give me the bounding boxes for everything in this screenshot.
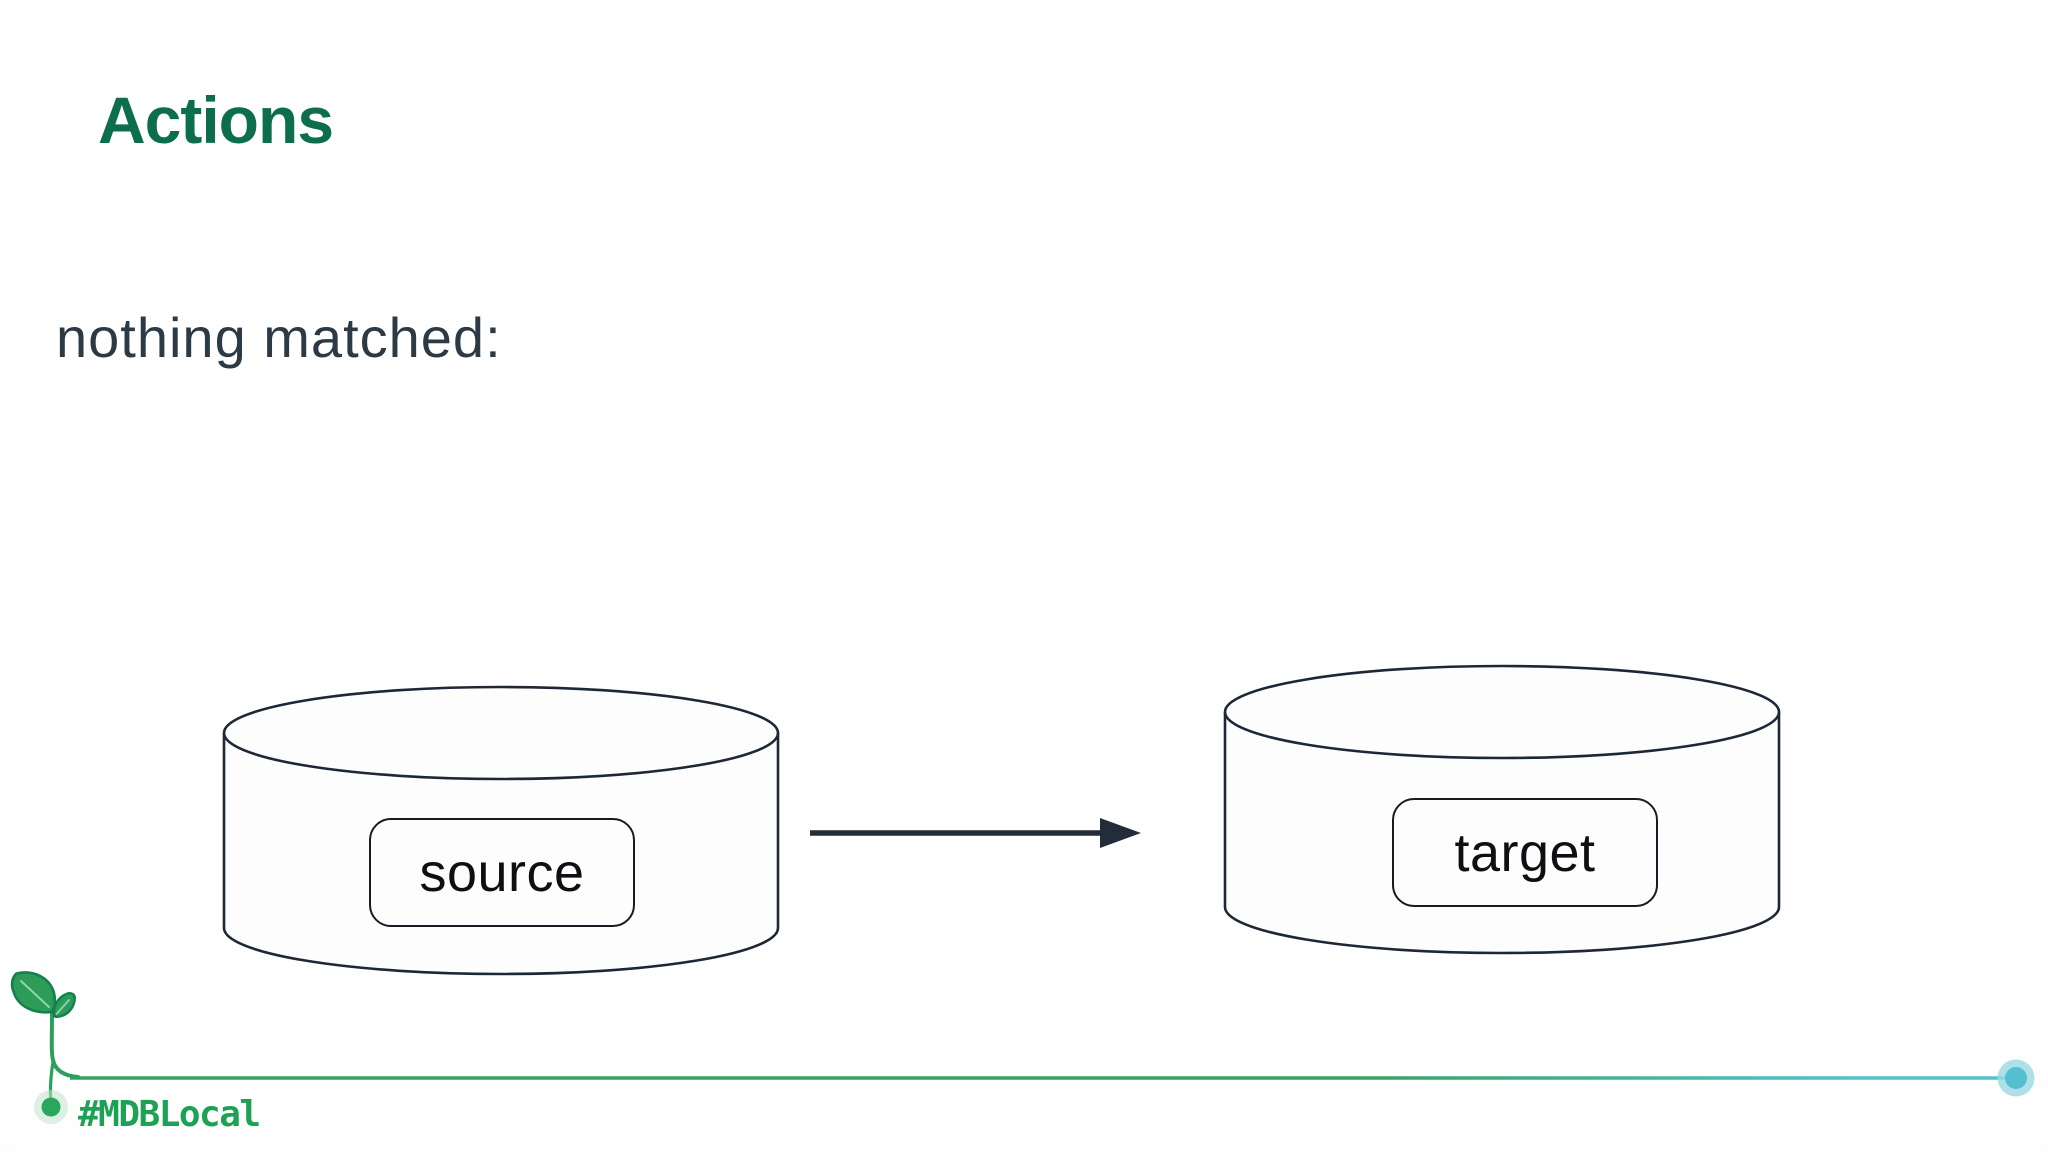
timeline-end-dot [1997,1059,2035,1097]
target-node-label: target [1454,822,1596,883]
arrow-right-icon [810,818,1141,848]
source-node-label: source [419,842,585,903]
slide-subtitle: nothing matched: [56,306,502,369]
event-hashtag: #MDBLocal [78,1094,261,1135]
slide-title: Actions [98,83,334,157]
timeline-start-dot [34,1090,68,1124]
target-node-label-box: target [1392,798,1658,907]
sprout-icon [10,971,80,1098]
source-node-label-box: source [369,818,635,927]
